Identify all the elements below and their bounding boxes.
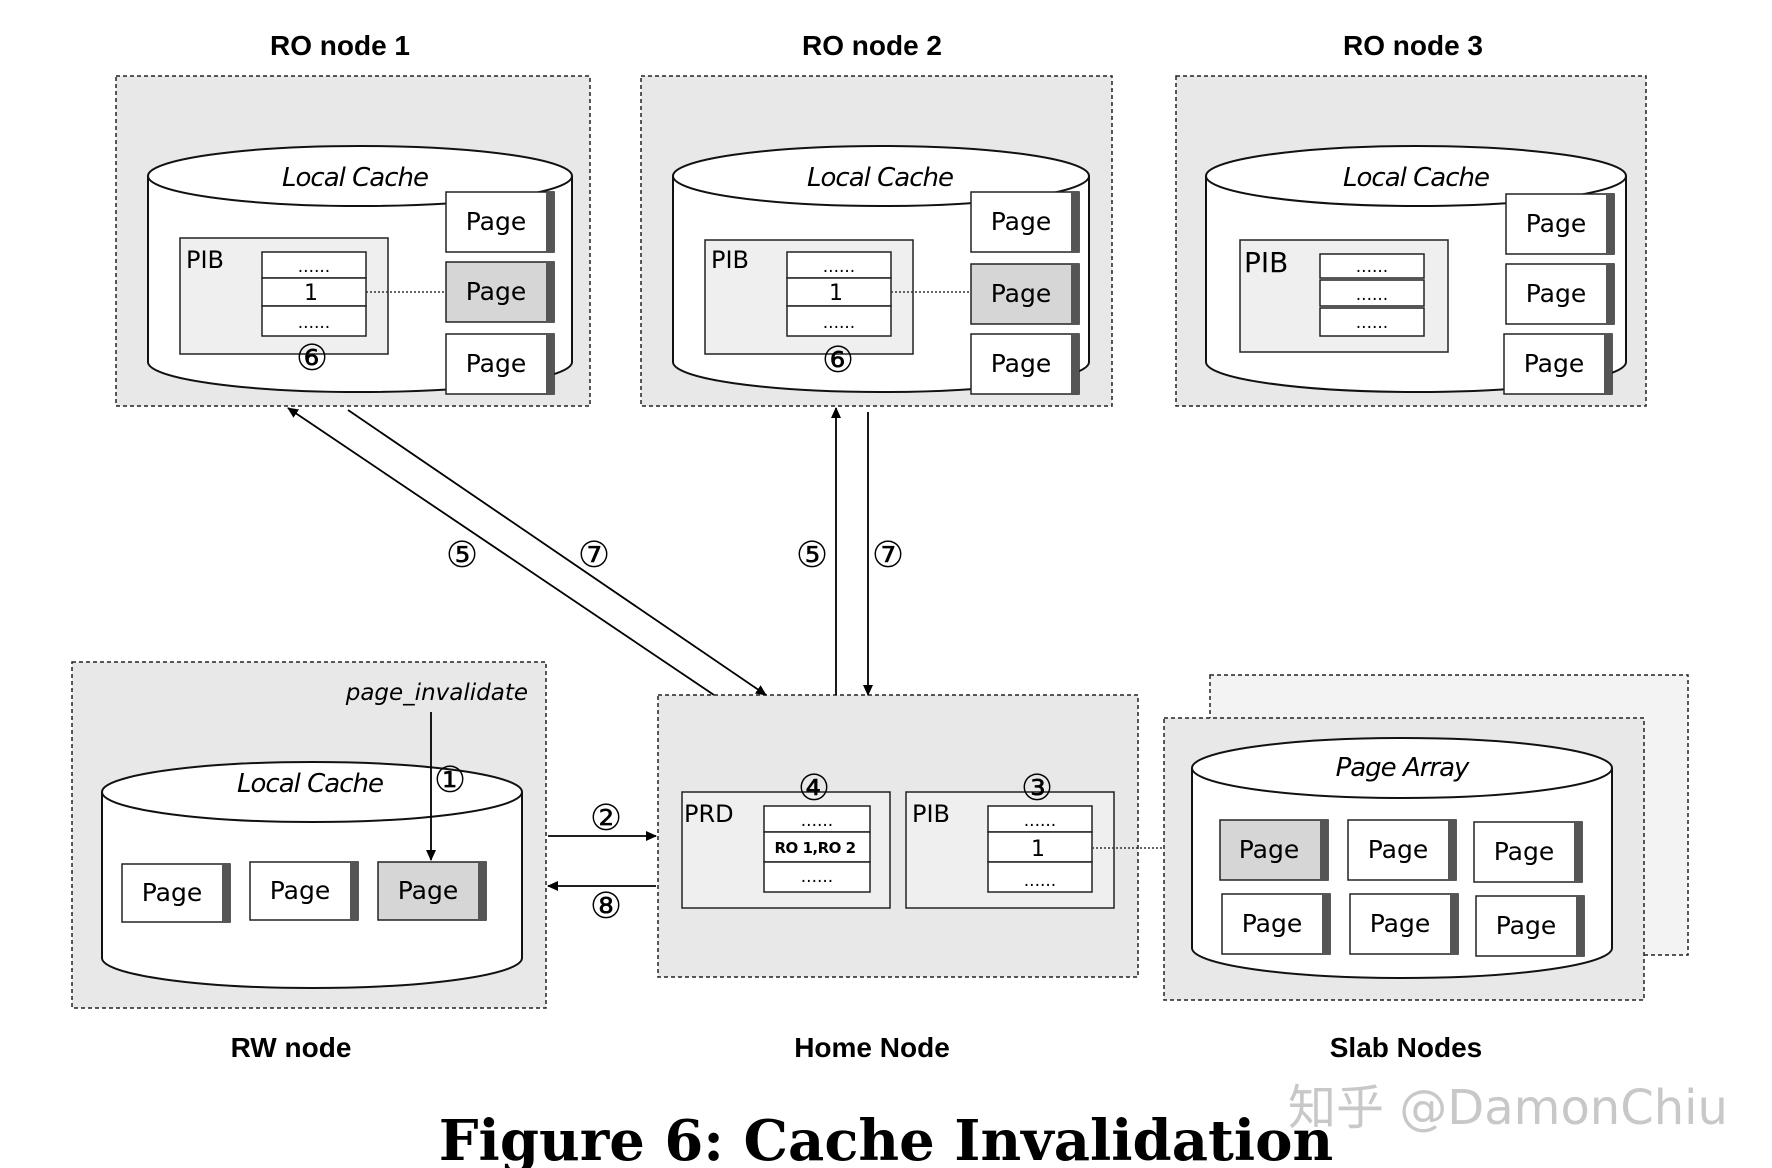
ro-node-2-pib-cell-2: 1 <box>829 281 843 306</box>
step-2: ② <box>590 798 622 839</box>
home-node-pib: PIB ...... 1 ...... ③ <box>905 768 1115 909</box>
ro-node-1-pib-label: PIB <box>186 246 224 274</box>
slab-page-1: Page <box>1219 819 1329 881</box>
svg-text:Page: Page <box>1370 909 1431 938</box>
step-7-ro1: ⑦ <box>578 535 610 576</box>
ro-node-2-title: RO node 2 <box>802 30 942 61</box>
ro-node-2-page-2: Page <box>970 263 1080 325</box>
ro-node-3-pib-cell-3: ...... <box>1356 313 1388 333</box>
rw-node-page-3: Page <box>377 861 487 921</box>
ro-node-1-title: RO node 1 <box>270 30 410 61</box>
ro-node-2-step-6: ⑥ <box>822 340 854 381</box>
ro-node-2-pib-label: PIB <box>711 246 749 274</box>
slab-page-4: Page <box>1221 893 1331 955</box>
ro-node-3-pib-cell-1: ...... <box>1356 257 1388 277</box>
home-node-title: Home Node <box>794 1032 950 1063</box>
home-node: PRD ...... RO 1,RO 2 ...... ④ PIB ......… <box>657 694 1139 1063</box>
home-node-prd-label: PRD <box>684 800 734 828</box>
slab-nodes-title: Slab Nodes <box>1330 1032 1482 1063</box>
home-node-pib-label: PIB <box>912 800 950 828</box>
slab-page-3: Page <box>1473 821 1583 883</box>
ro-node-1-pib: PIB ...... 1 ...... ⑥ <box>179 237 389 379</box>
ro-node-1-page-1: Page <box>445 191 555 253</box>
rw-node: page_invalidate Local Cache Page Page Pa… <box>71 661 547 1063</box>
figure-caption: Figure 6: Cache Invalidation <box>439 1108 1333 1168</box>
arrow-ro1-to-home <box>347 409 767 696</box>
step-8: ⑧ <box>590 886 622 927</box>
slab-page-2: Page <box>1347 819 1457 881</box>
svg-text:Page: Page <box>142 878 203 907</box>
ro-node-3-pib-cell-2: ...... <box>1356 285 1388 305</box>
watermark: 知乎 @DamonChiu <box>1288 1080 1728 1136</box>
home-node-step-3: ③ <box>1021 768 1053 809</box>
ro-node-1-page-2: Page <box>445 261 555 323</box>
home-node-step-4: ④ <box>798 768 830 809</box>
ro-node-1-pib-cell-3: ...... <box>298 313 330 333</box>
home-node-pib-cell-3: ...... <box>1024 871 1056 891</box>
slab-page-6: Page <box>1475 895 1585 957</box>
svg-text:Page: Page <box>991 207 1052 236</box>
svg-text:Page: Page <box>1494 837 1555 866</box>
svg-text:Page: Page <box>1239 835 1300 864</box>
rw-node-cache-label: Local Cache <box>237 769 383 799</box>
ro-node-3-pib-label: PIB <box>1244 246 1288 279</box>
rw-node-title: RW node <box>231 1032 352 1063</box>
home-node-prd: PRD ...... RO 1,RO 2 ...... ④ <box>681 768 891 909</box>
svg-text:Page: Page <box>466 207 527 236</box>
svg-text:Page: Page <box>466 277 527 306</box>
svg-text:Page: Page <box>991 279 1052 308</box>
svg-text:Page: Page <box>1242 909 1303 938</box>
rw-node-local-cache: Local Cache <box>101 761 523 989</box>
ro-node-3: RO node 3 Local Cache PIB ...... ...... … <box>1175 30 1647 407</box>
ro-node-2: RO node 2 Local Cache PIB ...... 1 .....… <box>640 30 1113 407</box>
ro-node-2-page-3: Page <box>970 333 1080 395</box>
ro-node-1-step-6: ⑥ <box>296 338 328 379</box>
rw-node-page-2: Page <box>249 861 359 921</box>
ro-node-2-cache-label: Local Cache <box>807 163 953 193</box>
svg-text:Page: Page <box>1524 349 1585 378</box>
home-node-prd-cell-1: ...... <box>801 811 833 831</box>
ro-node-1-pib-cell-2: 1 <box>304 281 318 306</box>
ro-node-2-pib: PIB ...... 1 ...... ⑥ <box>704 239 914 381</box>
ro-node-1: RO node 1 Local Cache PIB ...... 1 .....… <box>115 30 591 407</box>
rw-node-step-1: ① <box>434 760 466 801</box>
arrow-home-to-ro1 <box>287 407 715 696</box>
ro-node-2-pib-cell-1: ...... <box>823 257 855 277</box>
home-node-pib-cell-2: 1 <box>1031 837 1045 862</box>
slab-nodes: Page Array Page Page Page Page Page <box>1163 674 1689 1063</box>
slab-page-array-label: Page Array <box>1336 753 1470 783</box>
svg-text:Page: Page <box>991 349 1052 378</box>
ro-node-3-title: RO node 3 <box>1343 30 1483 61</box>
svg-text:Page: Page <box>1496 911 1557 940</box>
rw-node-annotation: page_invalidate <box>345 680 528 706</box>
ro-node-3-page-2: Page <box>1505 263 1615 325</box>
slab-page-5: Page <box>1349 893 1459 955</box>
step-7-ro2: ⑦ <box>872 535 904 576</box>
ro-node-1-cache-label: Local Cache <box>282 163 428 193</box>
step-5-ro1: ⑤ <box>446 535 478 576</box>
ro-node-3-page-3: Page <box>1503 333 1613 395</box>
svg-text:Page: Page <box>398 876 459 905</box>
ro-node-3-pib: PIB ...... ...... ...... <box>1239 239 1449 353</box>
svg-text:Page: Page <box>1368 835 1429 864</box>
home-node-pib-cell-1: ...... <box>1024 811 1056 831</box>
svg-text:Page: Page <box>1526 209 1587 238</box>
rw-node-page-1: Page <box>121 863 231 923</box>
svg-text:Page: Page <box>466 349 527 378</box>
svg-text:Page: Page <box>1526 279 1587 308</box>
ro-node-2-page-1: Page <box>970 191 1080 253</box>
step-5-ro2: ⑤ <box>796 535 828 576</box>
ro-node-1-pib-cell-1: ...... <box>298 257 330 277</box>
ro-node-2-pib-cell-3: ...... <box>823 313 855 333</box>
home-node-prd-cell-2: RO 1,RO 2 <box>774 839 855 857</box>
ro-node-3-cache-label: Local Cache <box>1343 163 1489 193</box>
ro-node-3-page-1: Page <box>1505 193 1615 255</box>
ro-node-1-page-3: Page <box>445 333 555 395</box>
home-node-prd-cell-3: ...... <box>801 867 833 887</box>
svg-text:Page: Page <box>270 876 331 905</box>
